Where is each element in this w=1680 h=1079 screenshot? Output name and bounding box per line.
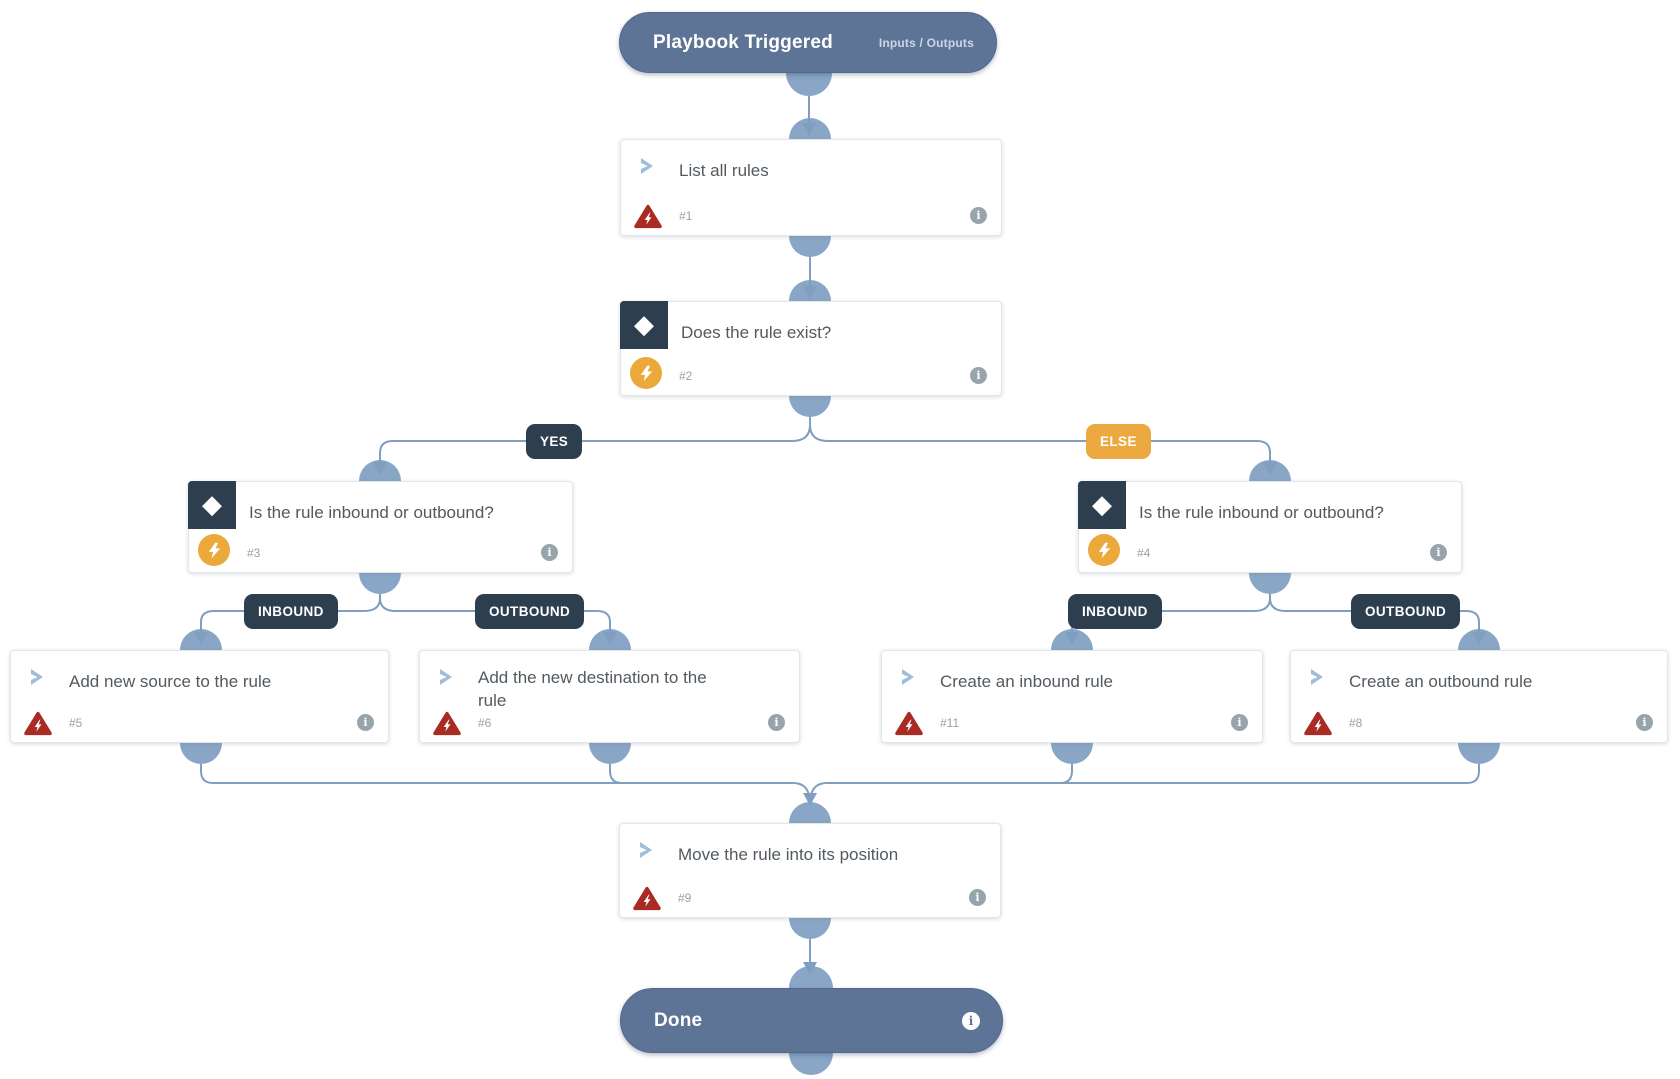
info-icon[interactable]: i <box>969 889 986 906</box>
diamond-icon: ◆ <box>1078 481 1126 529</box>
done-node[interactable]: Done i <box>620 988 1003 1053</box>
error-triangle-icon <box>634 204 662 229</box>
error-triangle-icon <box>24 711 52 736</box>
info-icon[interactable]: i <box>1430 544 1447 561</box>
condition-card-inbound-outbound-yes[interactable]: ◆ Is the rule inbound or outbound? #3 i <box>188 481 573 573</box>
task-card-add-destination[interactable]: Add the new destination to the rule #6 i <box>419 650 800 743</box>
orange-lightning-circle-icon <box>1088 534 1120 566</box>
task-title: Is the rule inbound or outbound? <box>1139 503 1384 522</box>
info-icon[interactable]: i <box>768 714 785 731</box>
branch-label-inbound-left: INBOUND <box>244 594 338 629</box>
task-id: #4 <box>1137 546 1151 560</box>
task-title: Add new source to the rule <box>69 672 272 691</box>
task-title: Add the new destination to the rule <box>478 668 707 711</box>
orange-lightning-circle-icon <box>198 534 230 566</box>
chevron-right-icon <box>440 669 452 685</box>
error-triangle-icon <box>433 711 461 736</box>
trigger-title: Playbook Triggered <box>653 31 833 53</box>
condition-card-rule-exists[interactable]: ◆ Does the rule exist? #2 i <box>620 301 1002 396</box>
task-card-move-rule[interactable]: Move the rule into its position #9 i <box>619 823 1001 918</box>
task-id: #3 <box>247 546 261 560</box>
chevron-right-icon <box>641 158 653 174</box>
condition-card-inbound-outbound-else[interactable]: ◆ Is the rule inbound or outbound? #4 i <box>1078 481 1462 573</box>
task-title: Create an outbound rule <box>1349 672 1533 691</box>
done-title: Done <box>654 1009 703 1031</box>
task-id: #9 <box>678 891 692 905</box>
info-icon[interactable]: i <box>1231 714 1248 731</box>
info-icon[interactable]: i <box>970 207 987 224</box>
task-id: #5 <box>69 716 83 730</box>
task-id: #1 <box>679 209 693 223</box>
chevron-right-icon <box>31 669 43 685</box>
task-id: #6 <box>478 716 492 730</box>
task-title: List all rules <box>679 161 769 180</box>
task-title: Does the rule exist? <box>681 323 832 342</box>
task-card-create-inbound[interactable]: Create an inbound rule #11 i <box>881 650 1263 743</box>
branch-label-yes: YES <box>526 424 583 459</box>
branch-label-inbound-right: INBOUND <box>1068 594 1162 629</box>
playbook-trigger-node[interactable]: Playbook Triggered Inputs / Outputs <box>619 12 997 73</box>
task-id: #11 <box>940 716 960 730</box>
inputs-outputs-link[interactable]: Inputs / Outputs <box>878 35 974 50</box>
diamond-icon: ◆ <box>188 481 236 529</box>
info-icon[interactable]: i <box>1636 714 1653 731</box>
task-title: Is the rule inbound or outbound? <box>249 503 494 522</box>
task-id: #8 <box>1349 716 1363 730</box>
task-card-create-outbound[interactable]: Create an outbound rule #8 i <box>1290 650 1668 743</box>
task-title: Move the rule into its position <box>678 845 899 864</box>
branch-label-outbound-right: OUTBOUND <box>1351 594 1461 629</box>
chevron-right-icon <box>1311 669 1323 685</box>
task-card-list-all-rules[interactable]: List all rules #1 i <box>620 139 1002 236</box>
error-triangle-icon <box>895 711 923 736</box>
diamond-icon: ◆ <box>620 301 668 349</box>
info-icon[interactable]: i <box>962 1011 980 1030</box>
orange-lightning-circle-icon <box>630 357 662 389</box>
branch-label-outbound-left: OUTBOUND <box>475 594 585 629</box>
task-title: Create an inbound rule <box>940 672 1113 691</box>
error-triangle-icon <box>633 886 661 911</box>
info-icon[interactable]: i <box>357 714 374 731</box>
branch-label-else: ELSE <box>1086 424 1151 459</box>
chevron-right-icon <box>902 669 914 685</box>
task-id: #2 <box>679 369 693 383</box>
task-card-add-source[interactable]: Add new source to the rule #5 i <box>10 650 389 743</box>
info-icon[interactable]: i <box>541 544 558 561</box>
info-icon[interactable]: i <box>970 367 987 384</box>
chevron-right-icon <box>640 842 652 858</box>
error-triangle-icon <box>1304 711 1332 736</box>
